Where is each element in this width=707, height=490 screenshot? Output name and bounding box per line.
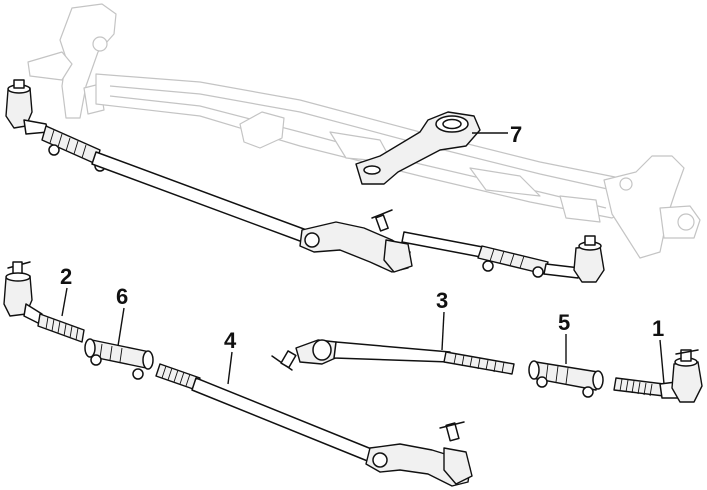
leader-6 bbox=[117, 307, 125, 347]
leader-4 bbox=[227, 351, 233, 385]
part-2-tie-rod-end bbox=[3, 261, 85, 343]
callout-4: 4 bbox=[224, 328, 237, 353]
callout-leaders bbox=[61, 132, 665, 385]
assembled-right-tie-rod-end bbox=[573, 235, 605, 283]
leader-1 bbox=[659, 339, 665, 385]
assembled-drag-link bbox=[91, 151, 313, 245]
assembled-left-tie-rod-end bbox=[5, 79, 49, 135]
part-4-drag-link bbox=[155, 363, 473, 487]
leader-3 bbox=[441, 311, 445, 351]
part-3-tie-rod bbox=[271, 339, 515, 375]
assembled-right-adjusting-sleeve bbox=[477, 245, 549, 278]
leader-2 bbox=[61, 287, 68, 317]
callout-numbers: 7 2 6 4 3 5 1 bbox=[60, 122, 664, 353]
callout-7: 7 bbox=[510, 122, 522, 147]
part-5-adjusting-sleeve bbox=[528, 360, 604, 398]
assembled-linkage bbox=[5, 79, 605, 283]
part-1-tie-rod-end bbox=[613, 349, 703, 403]
front-axle-ghost bbox=[27, 3, 701, 259]
assembled-right-rod bbox=[401, 231, 489, 259]
callout-6: 6 bbox=[116, 284, 128, 309]
part-6-adjusting-sleeve bbox=[84, 338, 154, 380]
callout-3: 3 bbox=[436, 288, 448, 313]
pitman-arm bbox=[355, 111, 481, 185]
callout-5: 5 bbox=[558, 310, 570, 335]
callout-1: 1 bbox=[652, 316, 664, 341]
assembled-center-arm bbox=[299, 209, 413, 273]
callout-2: 2 bbox=[60, 264, 72, 289]
